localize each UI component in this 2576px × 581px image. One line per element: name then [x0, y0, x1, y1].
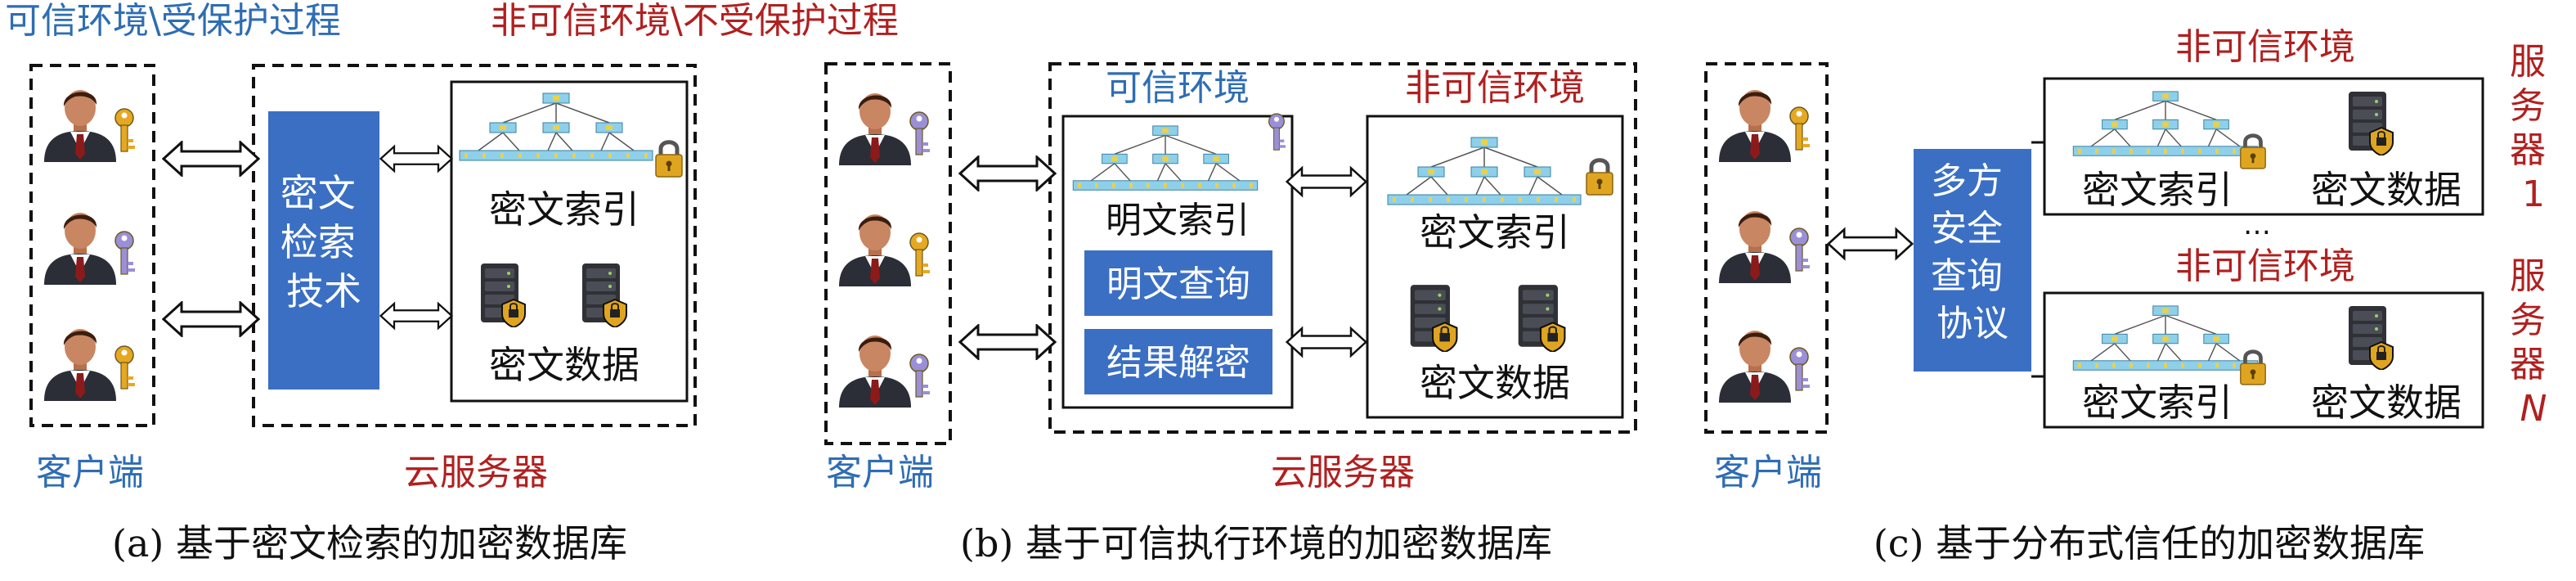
- key-icon: [114, 108, 136, 152]
- cipher-search-tech-label: 密文 检索 技术: [280, 171, 368, 313]
- untrusted-env-label: 非可信环境: [1405, 67, 1585, 109]
- caption-b: (b) 基于可信执行环境的加密数据库: [960, 521, 1552, 565]
- client-label: 客户端: [1714, 452, 1822, 493]
- user-icon: [1719, 211, 1791, 283]
- trusted-env-label: 可信环境: [1106, 67, 1250, 109]
- server-icon: [581, 263, 627, 327]
- plain-query-label: 明文查询: [1106, 263, 1250, 305]
- user-icon: [1719, 90, 1791, 162]
- serverN-box: [2043, 291, 2484, 429]
- key-icon: [1268, 113, 1286, 151]
- key-icon: [1789, 106, 1811, 151]
- padlock-icon: [2241, 352, 2265, 385]
- index-tree-icon: [1387, 137, 1582, 205]
- server-icon: [480, 263, 526, 327]
- double-arrow-icon: [379, 145, 453, 173]
- user-icon: [1719, 331, 1791, 403]
- cloud-server-label: 云服务器: [1271, 452, 1415, 493]
- user-icon: [839, 214, 911, 286]
- caption-a: (a) 基于密文检索的加密数据库: [112, 521, 627, 565]
- server-icon: [2348, 305, 2394, 370]
- cipher-data-label: 密文数据: [2311, 168, 2462, 212]
- key-icon: [909, 354, 931, 398]
- key-icon: [114, 231, 136, 275]
- double-arrow-icon: [958, 155, 1057, 191]
- key-icon: [1789, 347, 1811, 391]
- cipher-data-label: 密文数据: [1420, 361, 1570, 405]
- cipher-index-label: 密文索引: [489, 187, 640, 232]
- user-icon: [839, 93, 911, 165]
- mpc-protocol-label: 多方 安全 查询 协议: [1931, 160, 2014, 345]
- cipher-search-tech-box: [268, 111, 379, 390]
- ellipsis: …: [2243, 209, 2271, 241]
- untrusted-env-label: 非可信环境: [2175, 26, 2355, 68]
- index-tree-icon: [1072, 125, 1259, 191]
- double-arrow-icon: [1286, 166, 1367, 197]
- cipher-data-label: 密文数据: [2311, 381, 2462, 425]
- index-tree-icon: [459, 92, 653, 161]
- panel-b: 可信环境 明文索引 明文查询 结果解密 非可信环境 密文索引 密文数据 客户端 …: [824, 62, 1637, 565]
- plain-query-box: [1084, 250, 1272, 316]
- serverN-label: 服 务 器 N: [2510, 255, 2557, 430]
- untrusted-env-label: 非可信环境: [2175, 245, 2355, 287]
- legend-untrusted: 非可信环境\不受保护过程: [491, 0, 899, 42]
- key-icon: [114, 345, 136, 390]
- cipher-storage-box-a: [450, 80, 689, 403]
- server-icon: [1409, 284, 1458, 352]
- trusted-env-box: [1061, 115, 1294, 409]
- server1-label: 服 务 器 1: [2510, 41, 2557, 215]
- plain-index-label: 明文索引: [1106, 200, 1250, 241]
- mpc-protocol-box: [1914, 149, 2031, 372]
- client-label: 客户端: [826, 452, 934, 493]
- client-box-b: [824, 62, 952, 445]
- double-arrow-icon: [162, 141, 260, 177]
- user-icon: [44, 90, 116, 162]
- double-arrow-icon: [162, 301, 260, 337]
- key-icon: [909, 111, 931, 155]
- user-icon: [839, 336, 911, 408]
- cipher-index-label: 密文索引: [2082, 168, 2233, 212]
- key-icon: [909, 232, 931, 277]
- double-arrow-icon: [1827, 227, 1914, 260]
- padlock-icon: [2241, 136, 2265, 169]
- user-icon: [44, 329, 116, 401]
- cloud-server-box-a: [252, 64, 697, 427]
- panel-c: 多方 安全 查询 协议 非可信环境 密文索引 密文数据 … 非可信环境 密文索引…: [1704, 26, 2557, 565]
- server-icon: [1517, 284, 1566, 352]
- client-box-a: [29, 64, 155, 427]
- cipher-index-label: 密文索引: [2082, 381, 2233, 425]
- padlock-icon: [656, 142, 682, 177]
- client-box-c: [1704, 62, 1829, 434]
- padlock-icon: [1586, 160, 1613, 195]
- double-arrow-icon: [1286, 327, 1367, 358]
- cloud-server-label: 云服务器: [404, 452, 548, 493]
- client-label: 客户端: [36, 452, 144, 493]
- server1-box: [2043, 77, 2484, 216]
- untrusted-env-box: [1366, 115, 1624, 419]
- legend-trusted: 可信环境\受保护过程: [5, 0, 341, 42]
- cipher-data-label: 密文数据: [489, 343, 640, 387]
- server-icon: [2348, 91, 2394, 155]
- index-tree-icon: [2072, 305, 2259, 372]
- user-icon: [44, 213, 116, 285]
- cipher-index-label: 密文索引: [1420, 210, 1570, 254]
- caption-c: (c) 基于分布式信任的加密数据库: [1874, 521, 2425, 565]
- result-decrypt-box: [1084, 329, 1272, 394]
- result-decrypt-label: 结果解密: [1106, 342, 1250, 384]
- double-arrow-icon: [379, 302, 453, 330]
- panel-a: 密文 检索 技术 密文索引 密文数据 客户端 云服务器 (a) 基于密文检索的加…: [29, 64, 697, 565]
- key-icon: [1789, 227, 1811, 272]
- index-tree-icon: [2072, 91, 2259, 157]
- double-arrow-icon: [958, 324, 1057, 360]
- cloud-server-box-b: [1048, 62, 1637, 434]
